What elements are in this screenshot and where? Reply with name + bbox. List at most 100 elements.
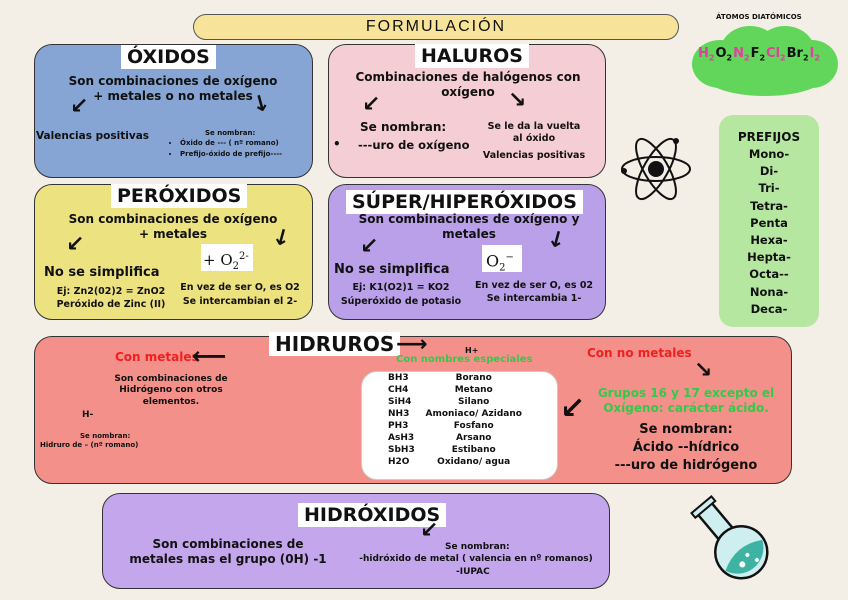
super-ej: Ej: K1(O2)1 = KO2 xyxy=(352,282,450,293)
hidroxidos-naming2: -IUPAC xyxy=(456,567,490,577)
ion-symbol: O xyxy=(486,251,500,271)
nm-naming-label: Se nombran: xyxy=(639,422,733,437)
element-symbol: I xyxy=(809,46,815,61)
element-symbol: Cl xyxy=(766,46,781,61)
diatomic-formulas: H2O2N2F2Cl2Br2I2 xyxy=(698,46,821,63)
h-minus: H- xyxy=(82,410,94,420)
prefijo-item: Hexa- xyxy=(750,233,788,248)
diatomic-formula: Br2 xyxy=(786,46,809,63)
element-symbol: F xyxy=(750,46,760,61)
name-cell: Silano xyxy=(458,397,490,407)
con-no-metales: Con no metales xyxy=(587,346,692,360)
peroxidos-desc: Son combinaciones de oxígeno + metales xyxy=(68,212,278,241)
element-symbol: N xyxy=(733,46,744,61)
haluros-naming-label: Se nombran: xyxy=(360,120,447,134)
prefijo-item: Mono- xyxy=(748,147,790,161)
grupos-text: Grupos 16 y 17 excepto el Oxígeno: carác… xyxy=(597,386,775,415)
ion-superscript: 2- xyxy=(239,251,249,262)
metal-naming: Hidruro de – (nº romano) xyxy=(40,441,139,449)
arrow-down-left-icon: ↙ xyxy=(360,234,379,259)
metal-naming-label: Se nombran: xyxy=(80,432,131,440)
ion-subscript: 2 xyxy=(232,261,240,272)
oxidos-naming-label: Se nombran: xyxy=(205,129,256,137)
name-cell: Borano xyxy=(455,373,492,383)
peroxidos-no-simplifica: No se simplifica xyxy=(44,265,160,280)
peroxide-ion: + O22- xyxy=(201,244,253,272)
formula-cell: BH3 xyxy=(388,373,409,383)
peroxidos-ej2: Peróxido de Zinc (II) xyxy=(56,299,166,310)
flask-icon xyxy=(690,494,769,580)
metal-desc: Son combinaciones de Hidrógeno con otros… xyxy=(114,374,228,407)
name-cell: Arsano xyxy=(456,433,492,443)
hidruros-title: HIDRUROS xyxy=(269,332,401,356)
peroxidos-right2: Se intercambian el 2- xyxy=(182,296,298,307)
prefijo-item: Octa-- xyxy=(749,267,789,282)
diatomic-formula: O2 xyxy=(715,46,733,63)
bullet-icon: • xyxy=(333,137,341,151)
arrow-down-right-icon: ↘ xyxy=(508,88,527,113)
prefijo-item: Tetra- xyxy=(750,198,788,213)
prefijos-title: PREFIJOS xyxy=(737,130,801,144)
peroxidos-title: PERÓXIDOS xyxy=(111,184,248,208)
arrow-left-icon: ⟵ xyxy=(192,342,227,370)
ion-subscript: 2 xyxy=(499,262,506,274)
super-right2: Se intercambia 1- xyxy=(486,293,582,304)
diatomic-formula: I2 xyxy=(809,46,820,63)
haluros-right: Se le da la vuelta al óxido xyxy=(487,121,581,144)
nm-naming2: ---uro de hidrógeno xyxy=(614,458,758,473)
arrow-down-left-icon: ↙ xyxy=(560,391,586,426)
formula-cell: PH3 xyxy=(388,421,409,431)
haluros-naming: ---uro de oxígeno xyxy=(358,138,470,152)
element-subscript: 2 xyxy=(759,53,766,63)
super-ej2: Súperóxido de potasio xyxy=(340,296,462,307)
name-cell: Estibano xyxy=(451,445,496,455)
oxidos-desc: Son combinaciones de oxígeno + metales o… xyxy=(68,74,278,103)
superoxide-ion: O2− xyxy=(482,245,522,274)
hidroxidos-naming-label: Se nombran: xyxy=(445,542,510,552)
formula-cell: NH3 xyxy=(388,409,410,419)
hidroxidos-naming1: -hidróxido de metal ( valencia en nº rom… xyxy=(359,554,593,564)
element-subscript: 2 xyxy=(802,53,809,63)
name-cell: Oxidano/ agua xyxy=(437,457,511,467)
table-row: AsH3 Arsano xyxy=(384,432,529,444)
haluros-desc: Combinaciones de halógenos con oxígeno xyxy=(355,70,581,99)
atomos-label: ÁTOMOS DIATÓMICOS xyxy=(716,13,802,21)
element-subscript: 2 xyxy=(744,53,750,63)
arrow-down-left-icon: ↙ xyxy=(362,92,381,117)
naming-item: Óxido de --- ( nº romano) xyxy=(180,138,282,149)
haluros-title: HALUROS xyxy=(415,44,529,68)
diatomic-formula: Cl2 xyxy=(766,46,786,63)
element-subscript: 2 xyxy=(726,53,733,63)
oxidos-title: ÓXIDOS xyxy=(121,45,216,69)
h-plus: H+ xyxy=(465,346,479,355)
prefijo-item: Nona- xyxy=(749,284,789,299)
oxidos-valencias: Valencias positivas xyxy=(36,130,150,142)
ion-superscript: − xyxy=(505,252,514,263)
element-subscript: 2 xyxy=(780,53,786,63)
hidroxidos-desc: Son combinaciones de metales mas el grup… xyxy=(129,537,327,566)
arrow-down-left-icon: ↙ xyxy=(420,518,439,543)
con-metales: Con metales xyxy=(115,350,199,364)
arrow-down-right-icon: ↘ xyxy=(694,358,713,383)
super-no-simplifica: No se simplifica xyxy=(334,262,450,277)
haluros-right2: Valencias positivas xyxy=(482,150,586,161)
table-row: BH3 Borano xyxy=(384,372,529,384)
prefijo-item: Tri- xyxy=(758,181,780,196)
prefijo-item: Penta xyxy=(750,215,788,230)
diatomic-formula: H2 xyxy=(698,46,714,63)
super-desc: Son combinaciones de oxígeno y metales xyxy=(358,212,580,241)
formula-cell: AsH3 xyxy=(388,433,415,443)
arrow-down-left-icon: ↙ xyxy=(70,94,89,119)
peroxidos-ej: Ej: Zn2(02)2 = ZnO2 xyxy=(56,286,166,297)
oxidos-naming-list: Óxido de --- ( nº romano)Prefijo-óxido d… xyxy=(170,138,282,159)
name-cell: Fosfano xyxy=(453,421,494,431)
name-cell: Amoniaco/ Azidano xyxy=(425,409,522,419)
element-symbol: Br xyxy=(786,46,803,61)
prefijo-item: Deca- xyxy=(750,301,788,316)
hidroxidos-title: HIDRÓXIDOS xyxy=(298,503,447,527)
